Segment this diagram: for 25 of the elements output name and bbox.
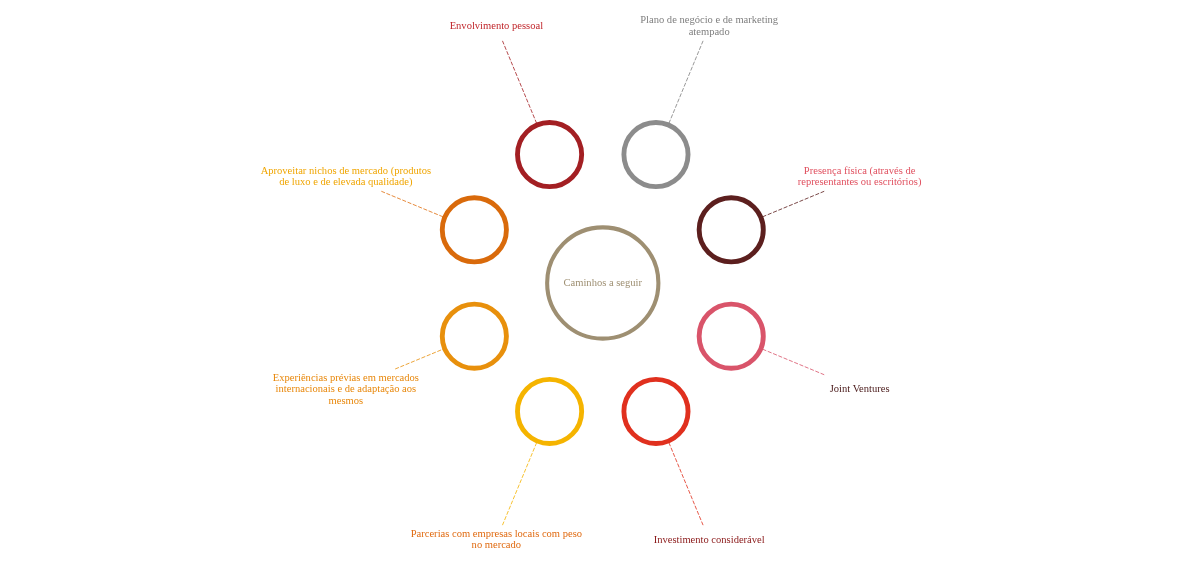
node-text: Envolvimento pessoal — [449, 19, 544, 31]
node-text: Plano de negócio e de marketing atempado — [640, 14, 779, 37]
node-circle — [696, 301, 766, 371]
node-text: Presença física (através de representantes ou escritórios) — [797, 164, 922, 188]
node-circle — [439, 301, 509, 371]
connector — [760, 348, 825, 376]
connector — [502, 40, 538, 126]
node-text: Joint Ventures — [829, 383, 890, 395]
node-text: Parcerias com empresas locais com peso no mercado — [410, 527, 583, 551]
connector — [502, 440, 538, 526]
connector — [760, 190, 825, 218]
node-circle — [515, 120, 585, 190]
node-circle — [621, 376, 691, 446]
node-circle — [515, 376, 585, 446]
connector — [667, 440, 704, 526]
node-circle — [439, 195, 509, 265]
node-text: Experiências prévias em mercados internacionais e de adaptação aos mesmos — [272, 371, 419, 406]
connector — [667, 40, 704, 126]
node-text: Investimento considerável — [653, 533, 765, 545]
node-text: Aproveitar nichos de mercado (produtos de luxo e de elevada qualidade) — [260, 164, 432, 188]
node-circle: Caminhos a seguir — [545, 225, 661, 341]
connector — [394, 348, 446, 370]
connector — [380, 190, 446, 218]
node-circle — [696, 195, 766, 265]
node-circle — [621, 120, 691, 190]
